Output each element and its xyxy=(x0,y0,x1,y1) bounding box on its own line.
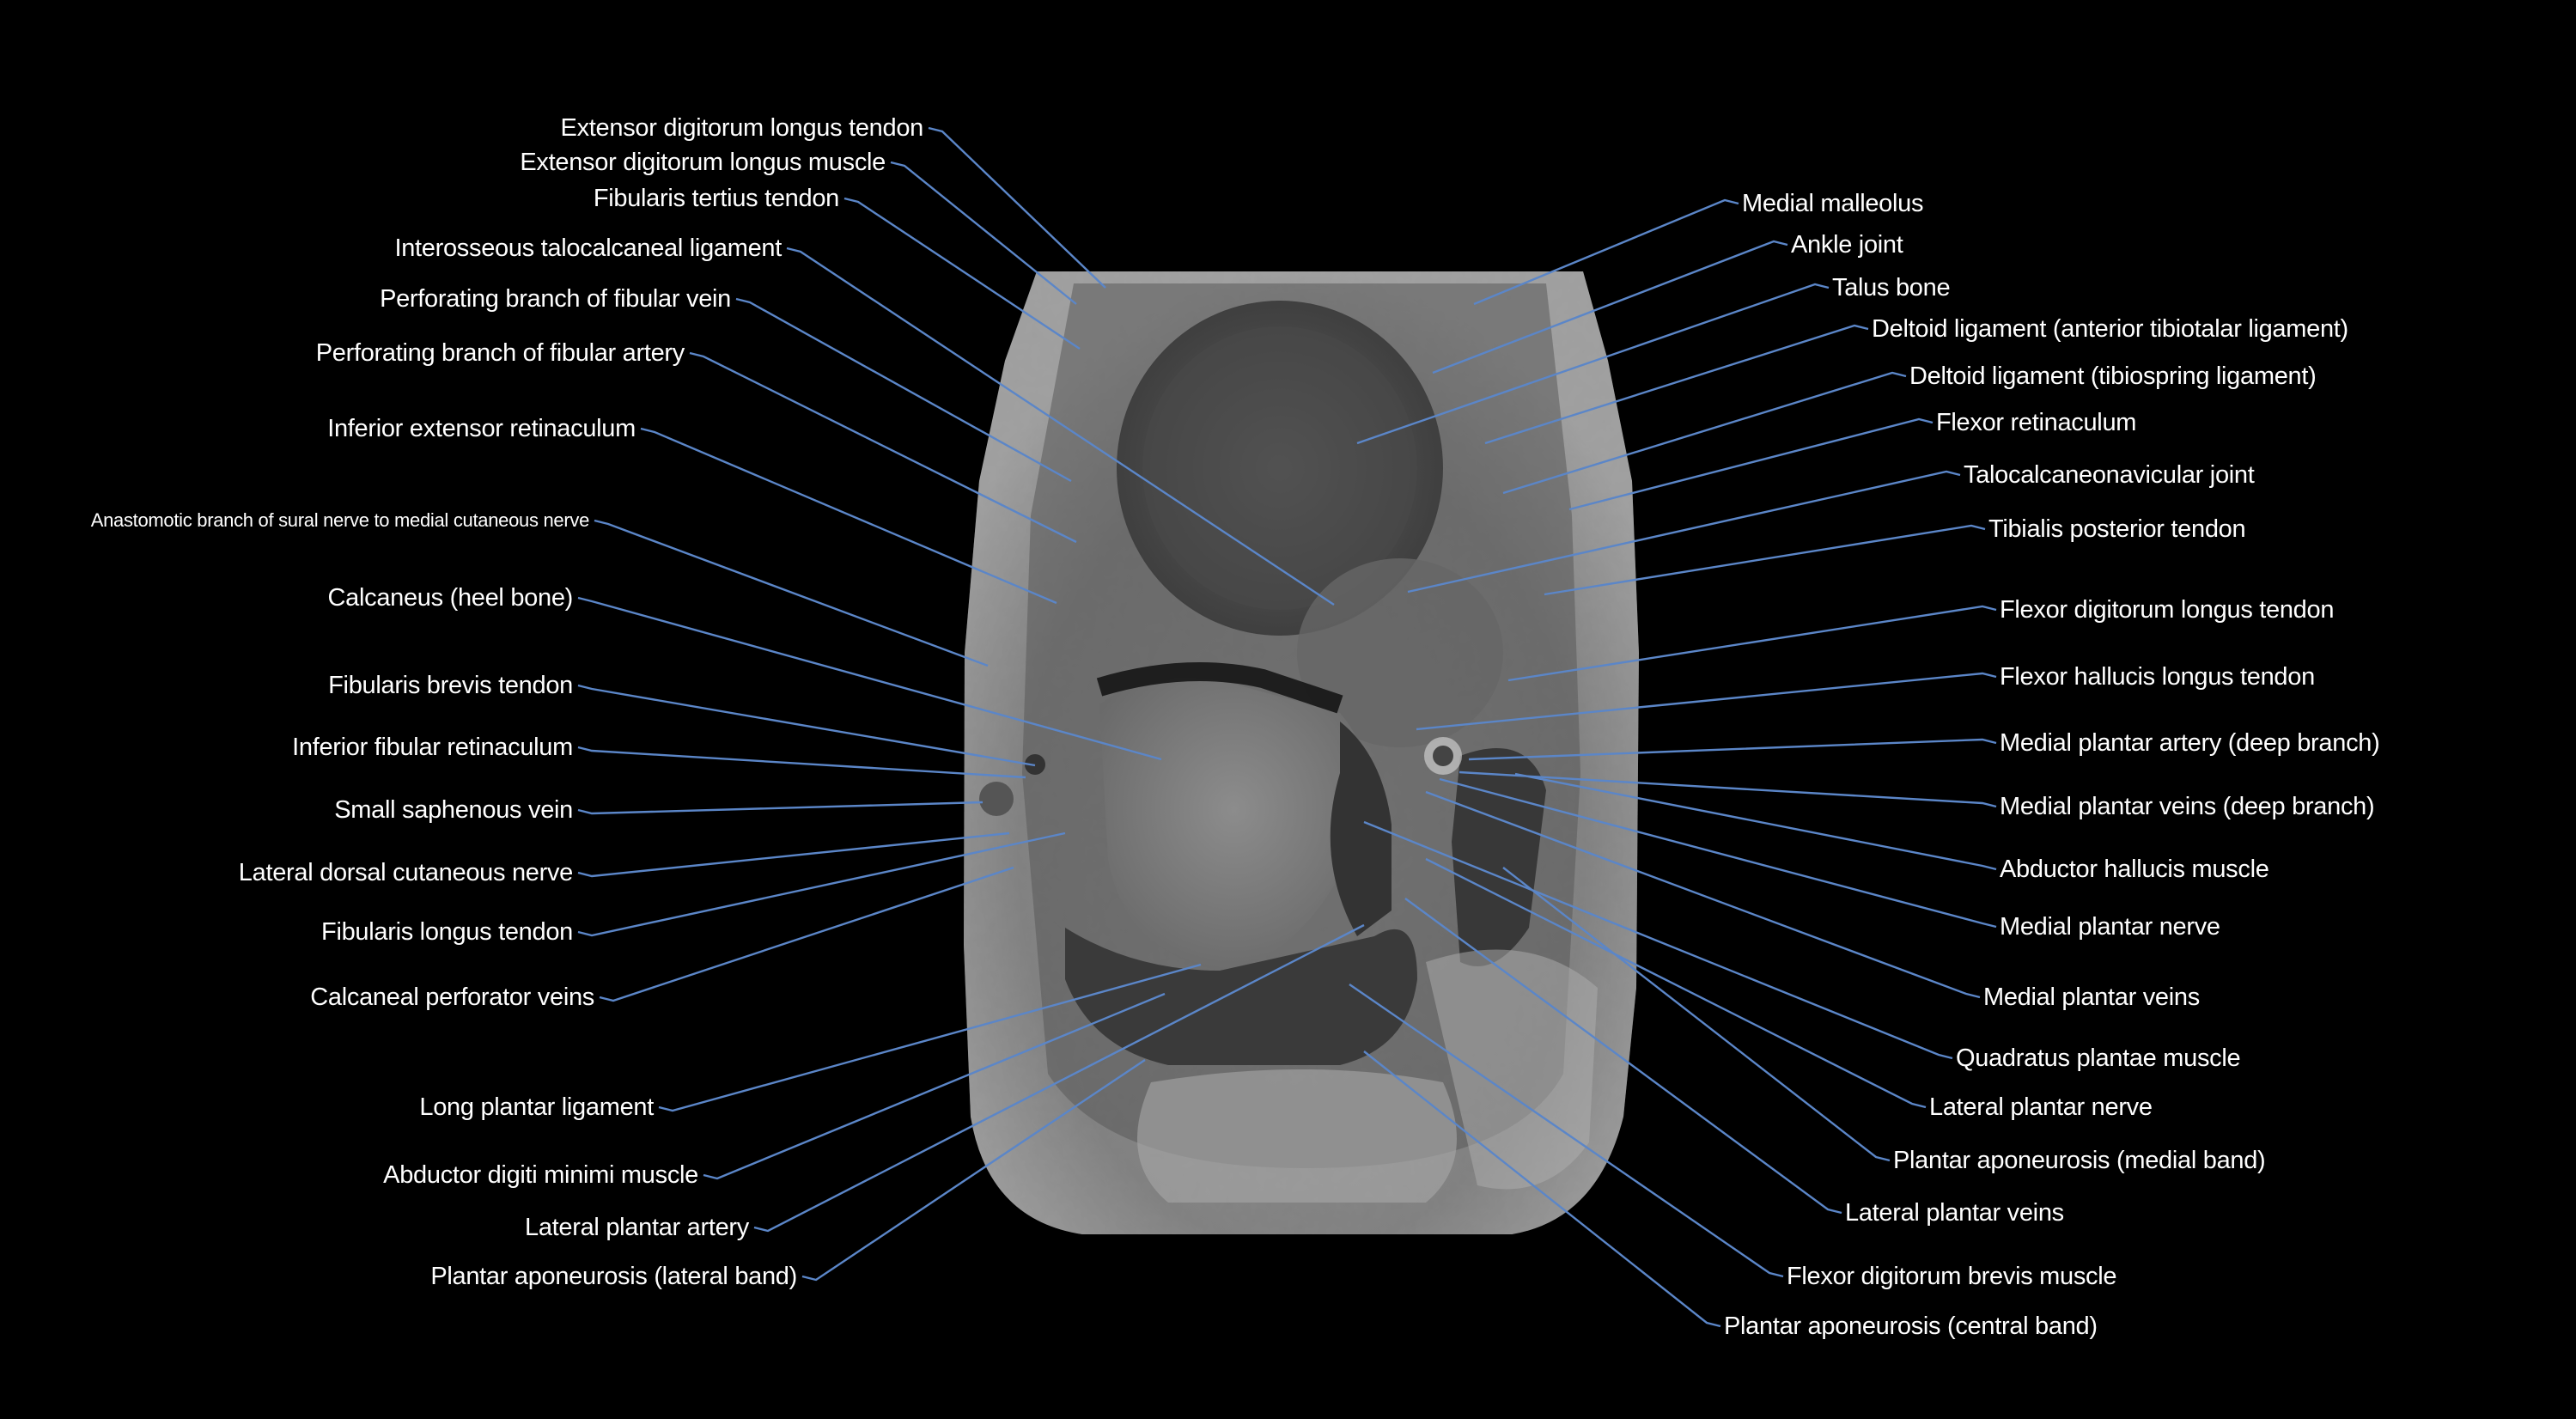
leader-line xyxy=(1425,857,1927,1109)
label-left: Inferior fibular retinaculum xyxy=(292,734,573,761)
label-right: Talocalcaneonavicular joint xyxy=(1964,461,2255,489)
label-right: Deltoid ligament (tibiospring ligament) xyxy=(1909,362,2317,390)
label-left: Lateral plantar artery xyxy=(525,1214,749,1241)
leader-line xyxy=(1459,770,1997,808)
leader-line xyxy=(577,801,984,815)
label-left: Interosseous talocalcaneal ligament xyxy=(394,234,782,262)
plantar-muscles-shape xyxy=(1065,928,1417,1065)
label-left: Fibularis tertius tendon xyxy=(593,185,839,212)
label-left: Abductor digiti minimi muscle xyxy=(383,1161,698,1189)
leader-line xyxy=(801,1059,1146,1282)
leader-line xyxy=(1425,790,1981,999)
leader-line xyxy=(1502,867,1891,1162)
leader-line xyxy=(753,923,1365,1233)
leader-line xyxy=(1407,470,1961,594)
leader-line xyxy=(890,161,1077,305)
label-right: Quadratus plantae muscle xyxy=(1956,1044,2241,1072)
label-left: Fibularis brevis tendon xyxy=(328,672,573,699)
leader-line xyxy=(928,126,1106,289)
calcaneus-shape xyxy=(1099,677,1368,971)
label-left: Plantar aponeurosis (lateral band) xyxy=(430,1263,797,1290)
label-left: Calcaneal perforator veins xyxy=(310,984,594,1011)
label-right: Tibialis posterior tendon xyxy=(1988,515,2246,543)
label-right: Lateral plantar veins xyxy=(1845,1199,2064,1227)
label-right: Flexor digitorum brevis muscle xyxy=(1787,1263,2117,1290)
leader-line xyxy=(1473,198,1739,306)
leader-line xyxy=(658,963,1202,1112)
label-right: Talus bone xyxy=(1832,274,1951,301)
leader-line xyxy=(1468,738,1997,761)
leader-line xyxy=(577,831,1010,878)
label-right: Plantar aponeurosis (medial band) xyxy=(1893,1147,2266,1174)
label-right: Flexor digitorum longus tendon xyxy=(2000,596,2335,624)
leader-line xyxy=(1484,324,1869,445)
leader-line xyxy=(1404,898,1842,1215)
label-right: Medial plantar artery (deep branch) xyxy=(2000,729,2380,757)
leader-line xyxy=(1363,1051,1721,1328)
label-left: Calcaneus (heel bone) xyxy=(327,584,574,612)
leader-line xyxy=(1363,820,1953,1060)
label-right: Lateral plantar nerve xyxy=(1929,1093,2153,1121)
leader-line xyxy=(1514,772,1997,871)
leader-line xyxy=(1507,605,1997,682)
label-right: Medial plantar veins (deep branch) xyxy=(2000,793,2375,820)
label-right: Medial malleolus xyxy=(1742,190,1924,217)
label-right: Medial plantar nerve xyxy=(2000,913,2220,941)
leader-line xyxy=(577,831,1066,937)
leader-line xyxy=(577,596,1162,761)
leader-line xyxy=(1544,524,1986,596)
label-right: Flexor retinaculum xyxy=(1936,409,2137,436)
leader-line xyxy=(1356,283,1830,445)
label-left: Small saphenous vein xyxy=(334,796,573,824)
leader-line xyxy=(1502,371,1907,495)
leader-line xyxy=(1439,777,1997,929)
label-right: Abductor hallucis muscle xyxy=(2000,856,2269,883)
label-left: Extensor digitorum longus muscle xyxy=(520,149,886,176)
leader-line xyxy=(735,297,1072,483)
label-right: Flexor hallucis longus tendon xyxy=(2000,663,2315,691)
leader-line xyxy=(689,351,1077,544)
leader-line xyxy=(640,427,1057,605)
label-left: Anastomotic branch of sural nerve to med… xyxy=(90,509,590,531)
leader-line xyxy=(843,197,1081,350)
leader-line xyxy=(1432,240,1788,375)
leader-line xyxy=(703,992,1166,1180)
label-right: Ankle joint xyxy=(1791,231,1903,259)
leader-line xyxy=(577,746,1026,779)
leader-line xyxy=(594,519,989,667)
label-left: Long plantar ligament xyxy=(419,1093,654,1121)
label-left: Perforating branch of fibular vein xyxy=(380,285,731,313)
leader-line xyxy=(577,684,1036,767)
leader-line xyxy=(599,866,1014,1002)
label-left: Extensor digitorum longus tendon xyxy=(560,114,924,142)
label-left: Perforating branch of fibular artery xyxy=(315,339,685,367)
label-right: Deltoid ligament (anterior tibiotalar li… xyxy=(1872,315,2348,343)
label-left: Lateral dorsal cutaneous nerve xyxy=(238,859,574,886)
label-right: Plantar aponeurosis (central band) xyxy=(1724,1312,2098,1340)
leader-line xyxy=(1349,984,1784,1278)
leader-line xyxy=(786,247,1335,606)
leader-line xyxy=(1568,417,1934,511)
label-left: Inferior extensor retinaculum xyxy=(327,415,636,442)
leader-line xyxy=(1416,672,1997,731)
label-left: Fibularis longus tendon xyxy=(321,918,573,946)
label-right: Medial plantar veins xyxy=(1983,984,2200,1011)
